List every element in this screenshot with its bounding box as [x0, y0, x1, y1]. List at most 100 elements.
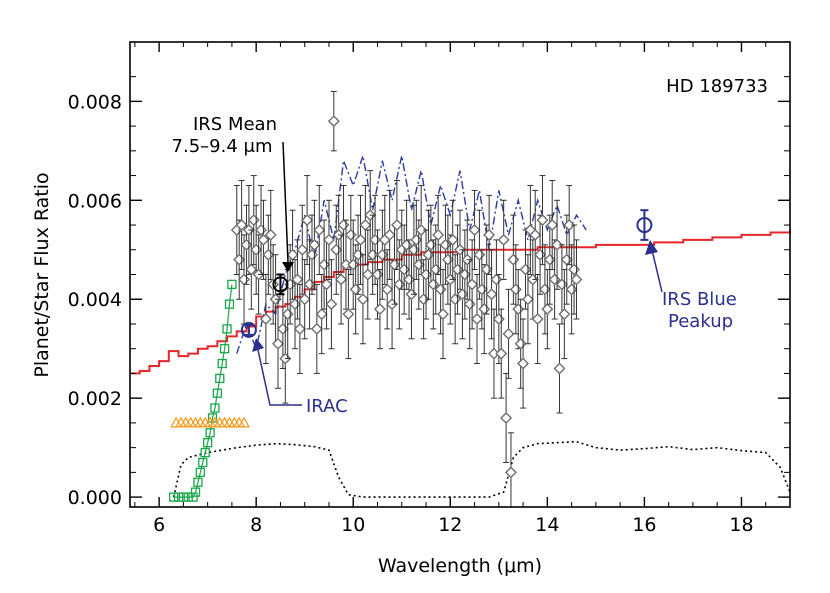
irac-point-marker — [240, 321, 257, 338]
irs-blue-label-line1: IRS Blue — [662, 289, 737, 310]
green-filter-marker — [169, 492, 179, 502]
irs-data-point — [293, 322, 306, 335]
irs-data-point — [259, 313, 272, 326]
irs-data-point — [415, 223, 428, 236]
irs-data-point — [446, 233, 459, 246]
y-tick-label: 0.008 — [68, 91, 122, 113]
irs-data-point — [315, 308, 328, 321]
green-filter-marker — [173, 492, 184, 502]
irs-data-point — [541, 303, 554, 316]
irs-data-point — [301, 214, 314, 227]
irs-data-point — [381, 283, 394, 296]
irs-data-point — [356, 293, 369, 306]
irs-data-point — [264, 228, 277, 241]
irs-data-point — [570, 273, 583, 286]
irs-data-point — [536, 214, 549, 227]
x-tick-label: 6 — [153, 514, 165, 536]
irs-blue-arrow-line — [651, 249, 663, 293]
irs-data-point — [322, 233, 335, 246]
y-axis-label: Planet/Star Flux Ratio — [31, 172, 53, 377]
irs-mean-label-line2: 7.5–9.4 μm — [172, 136, 273, 157]
photometry-points-layer — [240, 209, 653, 338]
x-tick-label: 18 — [729, 514, 753, 536]
y-tick-label: 0.004 — [68, 289, 122, 311]
irs-data-point — [551, 238, 564, 251]
irs-data-point — [485, 288, 498, 301]
irs-data-point — [235, 219, 248, 232]
green-filter-marker — [215, 373, 225, 384]
green-filter-marker — [227, 279, 237, 290]
green-filter-marker — [178, 492, 189, 502]
irs-data-point — [373, 303, 386, 316]
irs-points-layer — [230, 90, 583, 508]
irs-data-point — [313, 223, 326, 236]
green-filter-line — [173, 284, 233, 498]
y-tick-label: 0.006 — [68, 190, 122, 212]
filter-response-layer — [172, 440, 791, 498]
x-tick-label: 14 — [535, 514, 559, 536]
irs-data-point — [521, 293, 534, 306]
green-filter-marker — [183, 492, 193, 502]
irs-data-point — [354, 233, 367, 246]
irs-blue-arrowhead-icon — [645, 240, 658, 255]
irs-data-point — [531, 313, 544, 326]
irs-data-point — [483, 228, 496, 241]
irac-label: IRAC — [306, 396, 348, 417]
irs-data-point — [517, 357, 530, 370]
x-tick-label: 10 — [341, 514, 365, 536]
irs-data-point — [390, 219, 403, 232]
irs-data-point — [327, 115, 340, 128]
green-filter-marker — [224, 299, 235, 309]
irs-data-point — [504, 466, 517, 479]
green-filter-marker — [222, 324, 232, 334]
irs-data-point — [432, 228, 445, 241]
y-tick-label: 0.002 — [68, 388, 122, 410]
x-tick-label: 12 — [438, 514, 462, 536]
dashed-model-layer — [236, 155, 587, 354]
irs-data-point — [470, 313, 483, 326]
irs-data-point — [558, 308, 571, 321]
irs-data-point — [468, 223, 481, 236]
irs-mean-label-line1: IRS Mean — [193, 114, 277, 135]
irs-data-point — [502, 327, 515, 340]
irs-data-point — [320, 278, 333, 291]
green-filter-layer — [169, 279, 237, 502]
irs-blue-point-marker — [636, 217, 653, 234]
irs-data-point — [497, 233, 510, 246]
green-filter-marker — [200, 447, 210, 458]
irs-data-point — [310, 322, 323, 335]
irs-data-point — [308, 238, 321, 251]
irs-data-point — [257, 233, 270, 246]
orange-filter-layer — [170, 416, 251, 428]
axes-layer: 6 8 10 12 14 16 18 0.000 0.002 0.004 0.006 0.008 — [68, 41, 791, 536]
irac-arrowhead-icon — [252, 338, 264, 352]
irs-mean-point-marker — [272, 276, 289, 293]
x-tick-label: 8 — [250, 514, 262, 536]
orange-filter-marker — [238, 416, 251, 428]
irs-data-point — [298, 293, 311, 306]
y-tick-label: 0.000 — [68, 487, 122, 509]
chart-title: HD 189733 — [666, 76, 768, 97]
green-filter-marker — [188, 492, 198, 502]
green-filter-marker — [210, 403, 220, 413]
green-filter-marker — [219, 344, 230, 354]
green-filter-marker — [202, 438, 213, 448]
irs-data-point — [529, 228, 542, 241]
irac-annotation: IRAC — [252, 338, 348, 417]
irs-blue-label-line2: Peakup — [668, 311, 733, 332]
green-filter-marker — [195, 467, 206, 478]
x-tick-label: 16 — [632, 514, 656, 536]
irs-data-point — [546, 219, 559, 232]
filter-response-curve — [172, 440, 791, 498]
irs-data-point — [466, 278, 479, 291]
irs-mean-arrowhead-icon — [282, 262, 294, 272]
irs-data-point — [495, 347, 508, 360]
irs-data-point — [500, 411, 513, 424]
irs-mean-arrow-line — [282, 141, 289, 263]
irs-data-point — [272, 337, 285, 350]
irs-data-point — [342, 308, 355, 321]
green-filter-marker — [205, 428, 215, 438]
x-axis-label: Wavelength (μm) — [378, 555, 542, 577]
green-filter-marker — [212, 388, 223, 398]
